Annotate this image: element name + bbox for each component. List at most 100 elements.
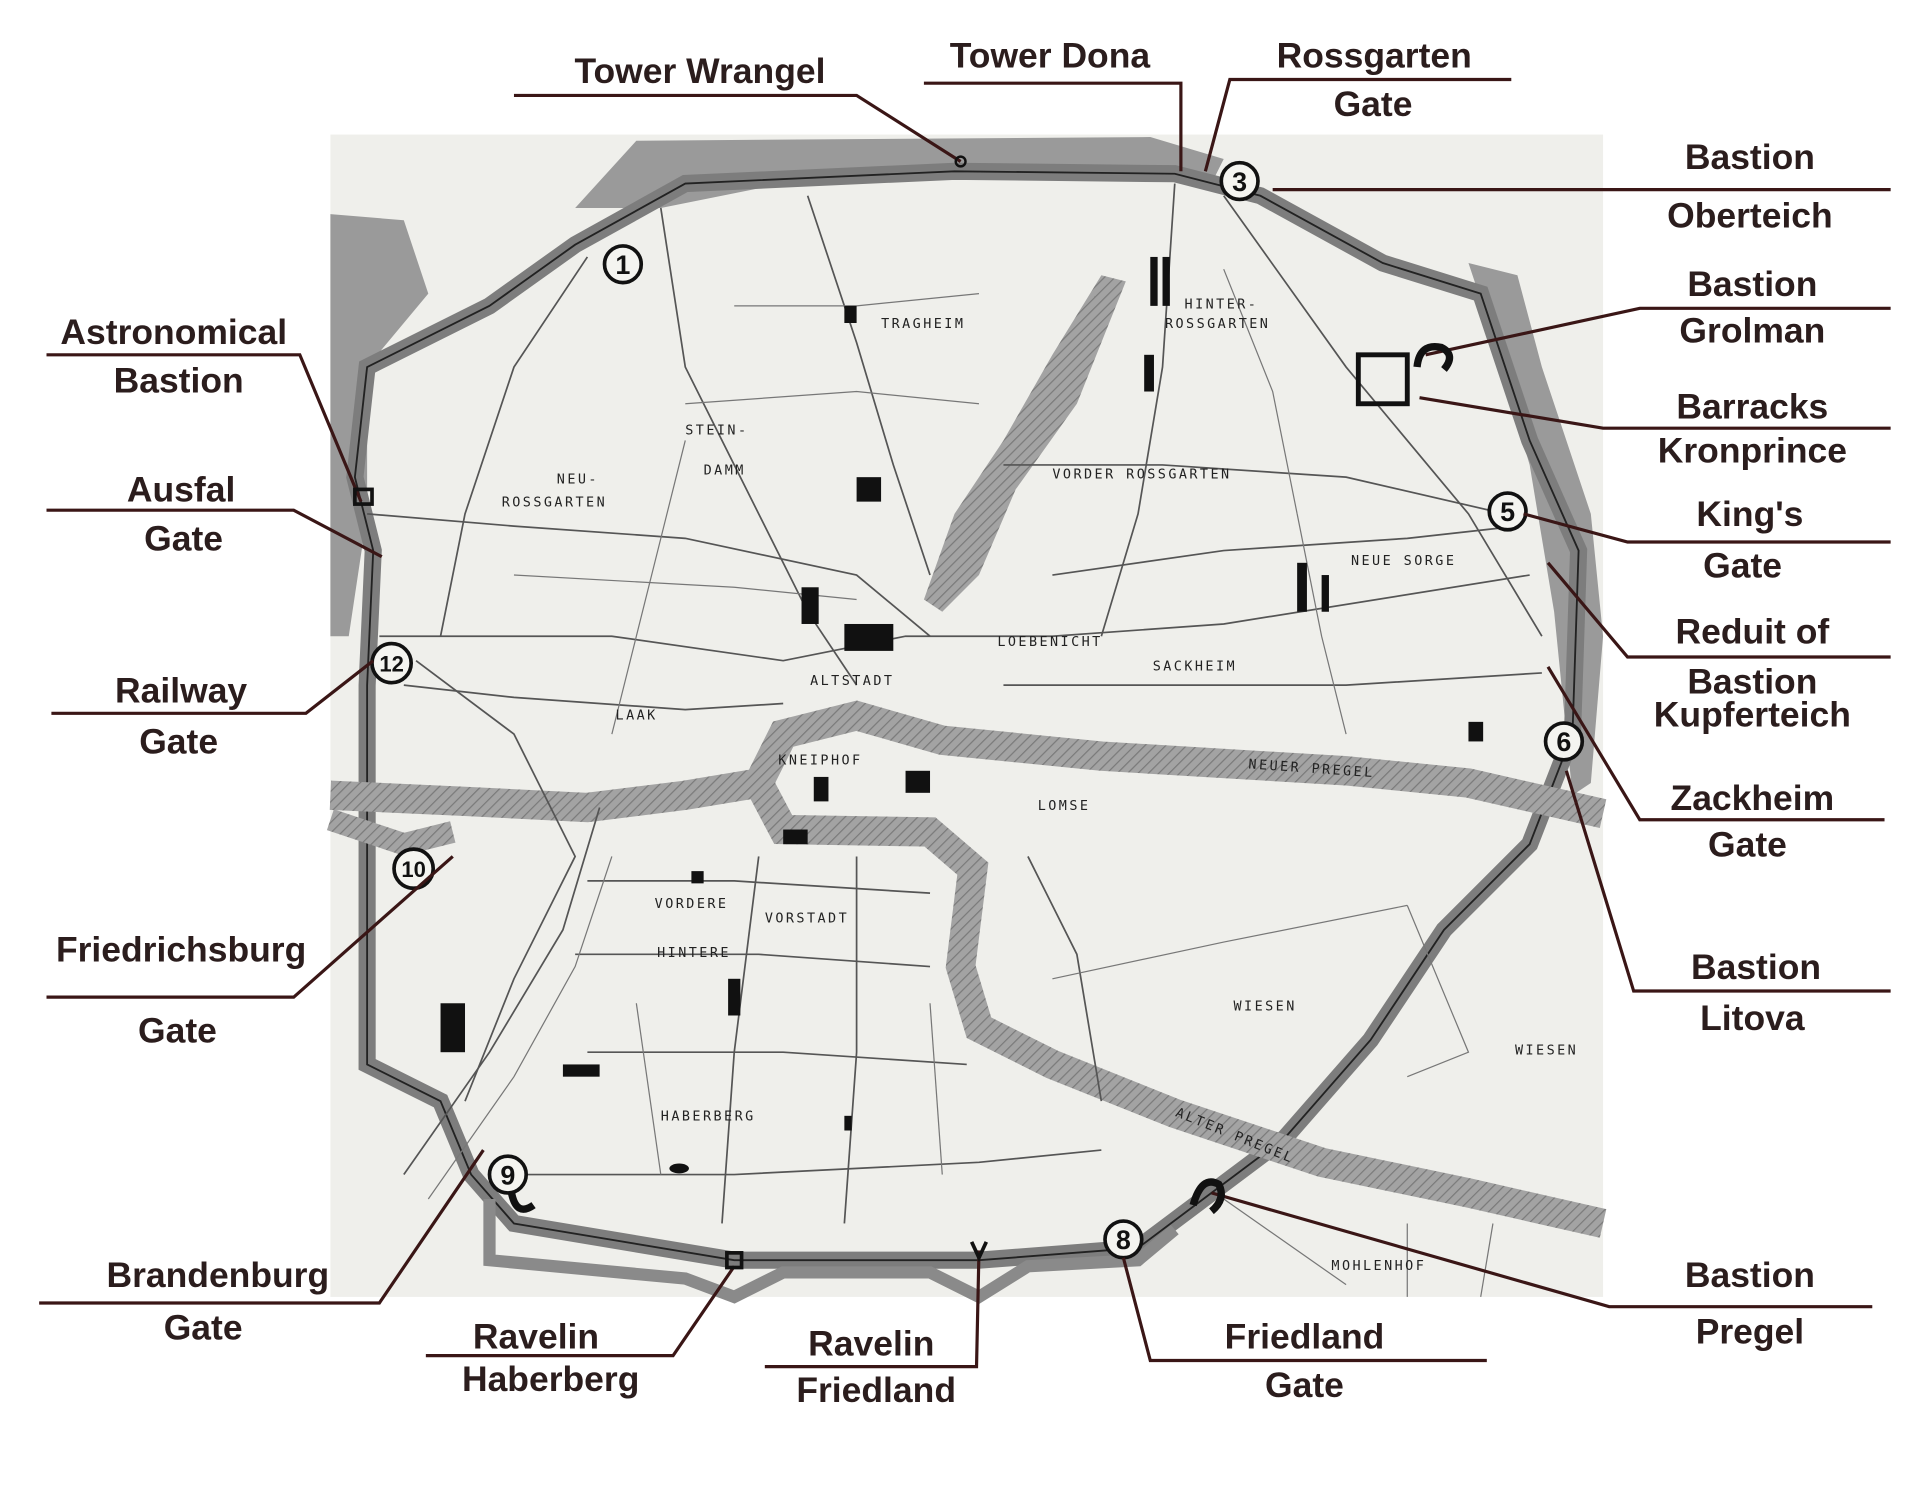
svg-text:Bastion: Bastion xyxy=(1685,137,1815,177)
district-hinter-rossgarten-2: ROSSGARTEN xyxy=(1165,317,1270,332)
callout-barracks-kronprince: Barracks Kronprince xyxy=(1419,386,1891,470)
district-mohlenhof: MOHLENHOF xyxy=(1331,1259,1426,1274)
svg-text:Gate: Gate xyxy=(1708,824,1787,864)
svg-text:Gate: Gate xyxy=(139,722,218,762)
svg-text:9: 9 xyxy=(500,1160,515,1190)
callout-zackheim-gate: Zackheim Gate xyxy=(1546,665,1885,864)
svg-text:Kupferteich: Kupferteich xyxy=(1654,695,1851,735)
svg-text:Barracks: Barracks xyxy=(1676,386,1828,426)
marker-8: 8 xyxy=(1103,1219,1144,1260)
svg-text:1: 1 xyxy=(615,250,630,280)
svg-text:Bastion: Bastion xyxy=(1691,947,1821,987)
svg-text:Gate: Gate xyxy=(144,519,223,559)
callout-astronomical-bastion: Astronomical Bastion xyxy=(46,312,374,506)
svg-text:5: 5 xyxy=(1500,497,1515,527)
callout-bastion-pregel: Bastion Pregel xyxy=(1189,1178,1873,1351)
svg-text:Gate: Gate xyxy=(1265,1365,1344,1405)
marker-3: 3 xyxy=(1219,160,1260,202)
district-hintere: HINTERE xyxy=(657,946,731,961)
district-steindamm-2: DAMM xyxy=(704,464,746,479)
district-hinter-rossgarten: HINTER- xyxy=(1185,297,1259,312)
svg-text:Gate: Gate xyxy=(164,1308,243,1348)
district-sackheim: SACKHEIM xyxy=(1153,659,1237,674)
svg-text:Ravelin: Ravelin xyxy=(473,1316,599,1356)
svg-text:King's: King's xyxy=(1696,494,1803,534)
district-lomse: LOMSE xyxy=(1038,799,1091,814)
river-west-branch xyxy=(326,809,456,856)
svg-text:Kronprince: Kronprince xyxy=(1658,430,1847,470)
svg-text:Brandenburg: Brandenburg xyxy=(106,1255,329,1295)
svg-text:3: 3 xyxy=(1232,167,1247,197)
svg-text:Railway: Railway xyxy=(115,670,247,710)
svg-text:Zackheim: Zackheim xyxy=(1671,778,1835,818)
svg-text:Pregel: Pregel xyxy=(1696,1311,1804,1351)
buildings xyxy=(440,256,1484,1174)
map-paper xyxy=(330,134,1604,1297)
district-wiesen: WIESEN xyxy=(1234,1000,1297,1015)
callout-friedland-gate: Friedland Gate xyxy=(1121,1257,1487,1405)
callout-reduit-kupferteich: Reduit of Bastion Kupferteich xyxy=(1546,561,1891,735)
svg-text:Bastion: Bastion xyxy=(1687,662,1817,702)
callout-ravelin-haberberg: Ravelin Haberberg xyxy=(425,1251,744,1399)
svg-text:Rossgarten: Rossgarten xyxy=(1277,35,1472,75)
svg-text:Litova: Litova xyxy=(1700,998,1805,1038)
marker-12: 12 xyxy=(370,641,414,685)
svg-text:Friedland: Friedland xyxy=(796,1370,956,1410)
district-vorstadt: VORSTADT xyxy=(765,912,849,927)
district-neu-rossgarten: NEU- xyxy=(557,472,599,487)
callout-tower-dona: Tower Dona xyxy=(923,35,1183,172)
callout-bastion-litova: Bastion Litova xyxy=(1564,770,1891,1038)
svg-text:Bastion: Bastion xyxy=(114,361,244,401)
district-loebenicht: LOEBENICHT xyxy=(997,635,1102,650)
callout-kings-gate: King's Gate xyxy=(1523,494,1891,585)
district-neue-sorge: NEUE SORGE xyxy=(1351,554,1456,569)
marker-1: 1 xyxy=(602,244,644,285)
svg-text:12: 12 xyxy=(379,652,404,677)
district-altstadt: ALTSTADT xyxy=(810,674,894,689)
svg-text:Bastion: Bastion xyxy=(1687,264,1817,304)
river-alter-pregel xyxy=(745,776,1607,1238)
district-steindamm: STEIN- xyxy=(685,423,748,438)
marker-6: 6 xyxy=(1543,721,1585,762)
svg-text:Reduit of: Reduit of xyxy=(1676,612,1830,652)
svg-text:Haberberg: Haberberg xyxy=(462,1359,639,1399)
callout-tower-wrangel: Tower Wrangel xyxy=(513,51,967,168)
district-vorder-rossgarten: VORDER ROSSGARTEN xyxy=(1052,467,1231,482)
svg-text:Friedrichsburg: Friedrichsburg xyxy=(56,930,306,970)
svg-text:Ravelin: Ravelin xyxy=(808,1324,934,1364)
svg-text:Friedland: Friedland xyxy=(1225,1316,1385,1356)
district-haberberg: HABERBERG xyxy=(661,1110,756,1125)
district-kneiphof: KNEIPHOF xyxy=(778,754,862,769)
moat-west xyxy=(330,214,429,637)
callout-ausfal-gate: Ausfal Gate xyxy=(46,470,383,559)
svg-text:Tower Wrangel: Tower Wrangel xyxy=(574,51,825,91)
svg-text:Tower Dona: Tower Dona xyxy=(950,35,1151,75)
svg-text:Ausfal: Ausfal xyxy=(127,470,235,510)
svg-text:Gate: Gate xyxy=(1703,545,1782,585)
svg-text:Grolman: Grolman xyxy=(1679,311,1825,351)
district-laak: LAAK xyxy=(616,708,658,723)
callout-friedrichsburg-gate: Friedrichsburg Gate xyxy=(46,855,454,1050)
oberteich-pond xyxy=(923,275,1126,612)
svg-text:6: 6 xyxy=(1556,727,1571,757)
svg-text:Gate: Gate xyxy=(138,1010,217,1050)
svg-text:Oberteich: Oberteich xyxy=(1667,196,1833,236)
river-neuer-pregel xyxy=(329,700,1607,828)
fortification-inner-line xyxy=(353,170,1580,1262)
district-wiesen-east: WIESEN xyxy=(1515,1044,1578,1059)
svg-text:Bastion: Bastion xyxy=(1685,1255,1815,1295)
svg-text:8: 8 xyxy=(1116,1225,1131,1255)
marker-5: 5 xyxy=(1487,491,1528,532)
svg-text:10: 10 xyxy=(401,857,426,882)
callout-ravelin-friedland: Ravelin Friedland xyxy=(764,1241,988,1410)
svg-text:Astronomical: Astronomical xyxy=(60,312,287,352)
callout-railway-gate: Railway Gate xyxy=(51,659,375,762)
district-tragheim: TRAGHEIM xyxy=(881,317,965,332)
callout-bastion-grolman: Bastion Grolman xyxy=(1413,264,1891,372)
marker-9: 9 xyxy=(487,1154,529,1195)
district-neu-rossgarten-2: ROSSGARTEN xyxy=(502,496,607,511)
district-vordere: VORDERE xyxy=(655,897,729,912)
bastion-south-outworks xyxy=(483,1199,1179,1304)
callout-brandenburg-gate: Brandenburg Gate xyxy=(39,1149,536,1348)
